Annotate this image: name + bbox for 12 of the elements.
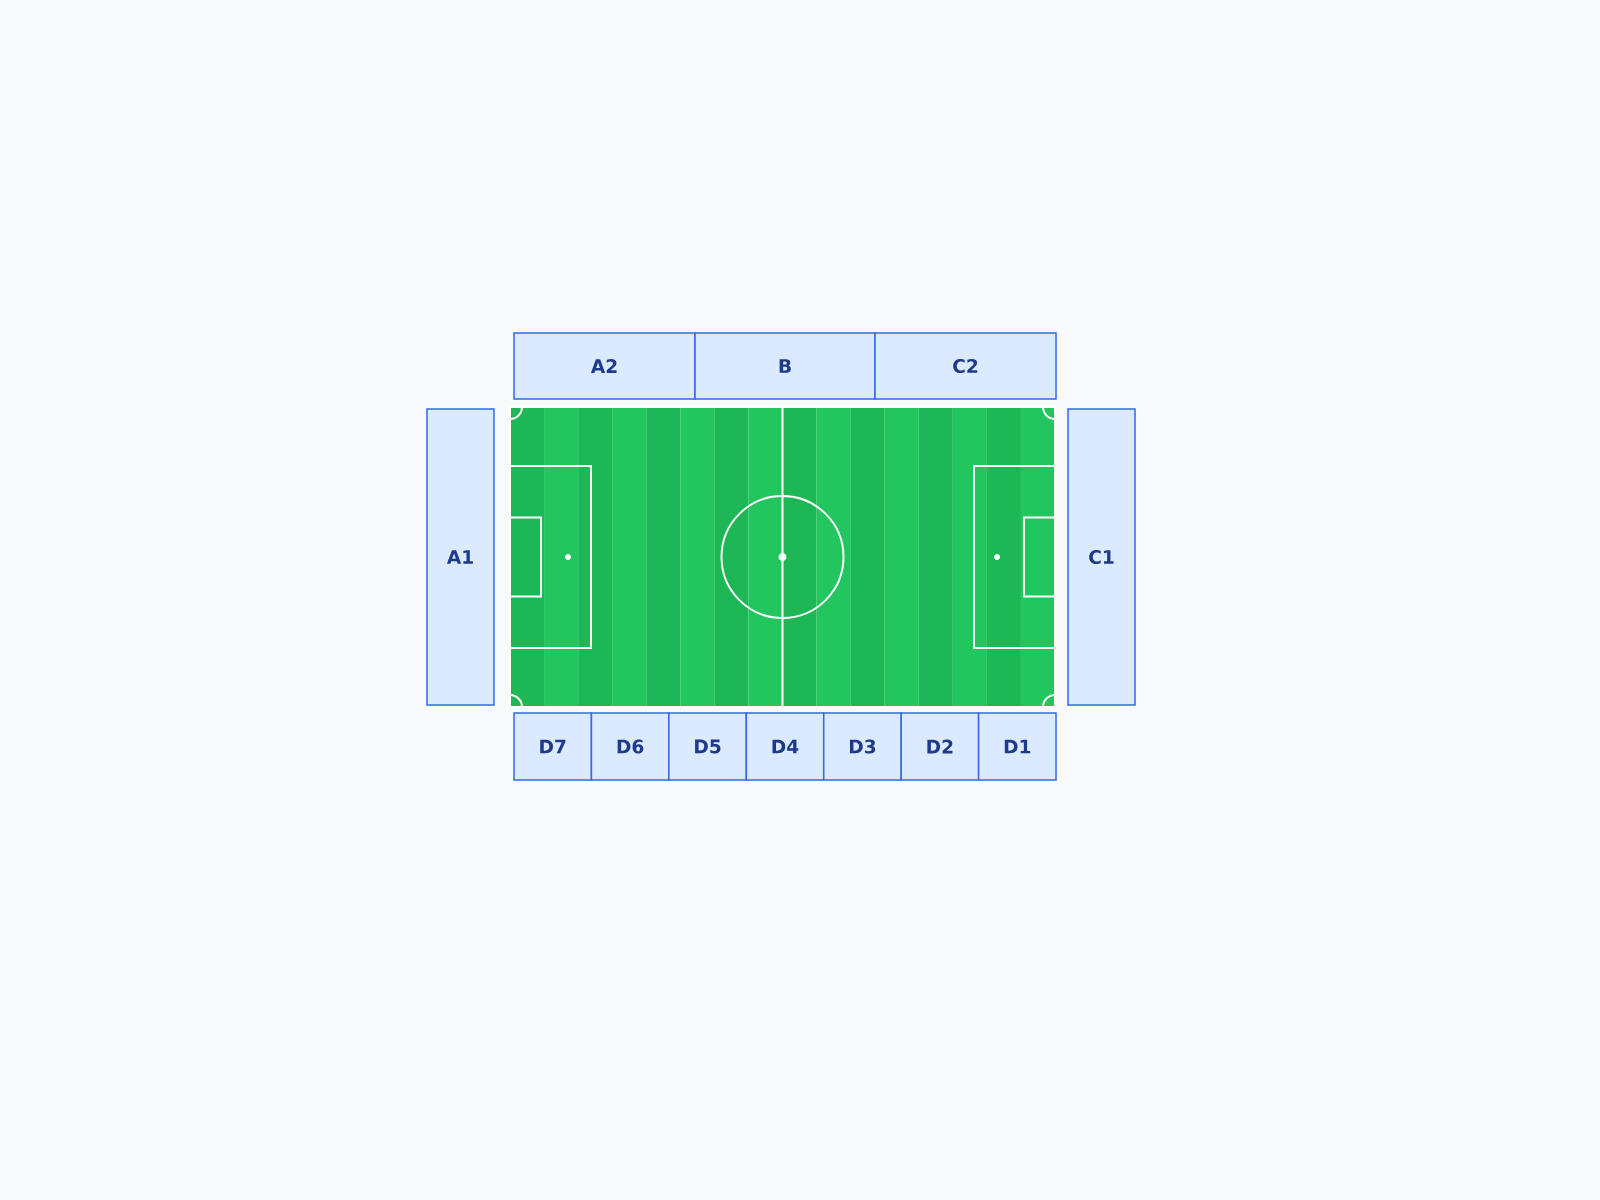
seat-section-box: C2 xyxy=(874,332,1057,400)
seat-section-box: B xyxy=(694,332,876,400)
seat-section-box: D7 xyxy=(513,712,593,781)
seat-section-box: C1 xyxy=(1067,408,1136,706)
seat-section-box: D5 xyxy=(668,712,748,781)
seat-section-box: D1 xyxy=(977,712,1057,781)
seat-section-box: D3 xyxy=(823,712,902,781)
seat-section-box: D6 xyxy=(590,712,670,781)
seat-section-box: A2 xyxy=(513,332,696,400)
seat-section-box: D2 xyxy=(900,712,980,781)
seat-section-box: A1 xyxy=(426,408,495,706)
seat-section-box: D4 xyxy=(745,712,825,781)
